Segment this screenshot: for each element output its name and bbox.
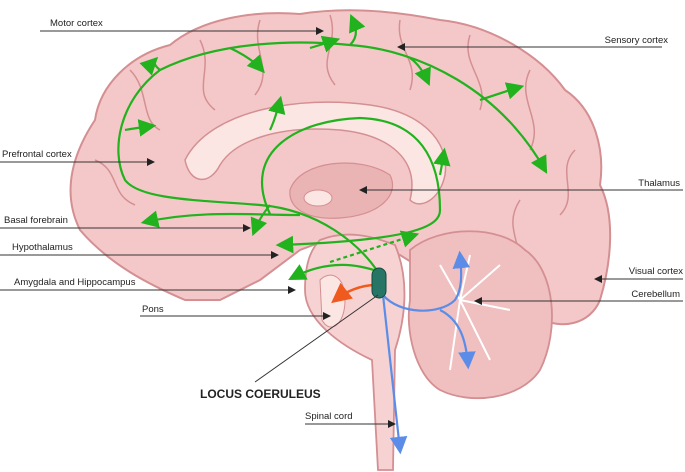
cerebellum [407,230,553,400]
label-visual-cortex: Visual cortex [629,266,683,277]
label-thalamus: Thalamus [638,178,680,189]
leader-lines [0,27,683,428]
label-sensory-cortex: Sensory cortex [605,35,669,46]
label-hypothalamus: Hypothalamus [12,242,73,253]
label-pons: Pons [142,304,164,315]
label-basal-forebrain: Basal forebrain [4,215,68,226]
label-motor-cortex: Motor cortex [50,18,103,29]
noradrenergic-ascending-pathways [117,13,548,281]
label-locus-coeruleus: LOCUS COERULEUS [200,387,321,401]
label-cerebellum: Cerebellum [631,289,680,300]
label-spinal-cord: Spinal cord [305,411,353,422]
corpus-callosum [184,101,447,205]
label-prefrontal-cortex: Prefrontal cortex [2,149,72,160]
label-amygdala-hippocampus: Amygdala and Hippocampus [14,277,136,288]
noradrenergic-descending-pathways [381,250,476,455]
arbor-vitae [439,254,511,371]
locus-coeruleus-nucleus [371,267,387,299]
